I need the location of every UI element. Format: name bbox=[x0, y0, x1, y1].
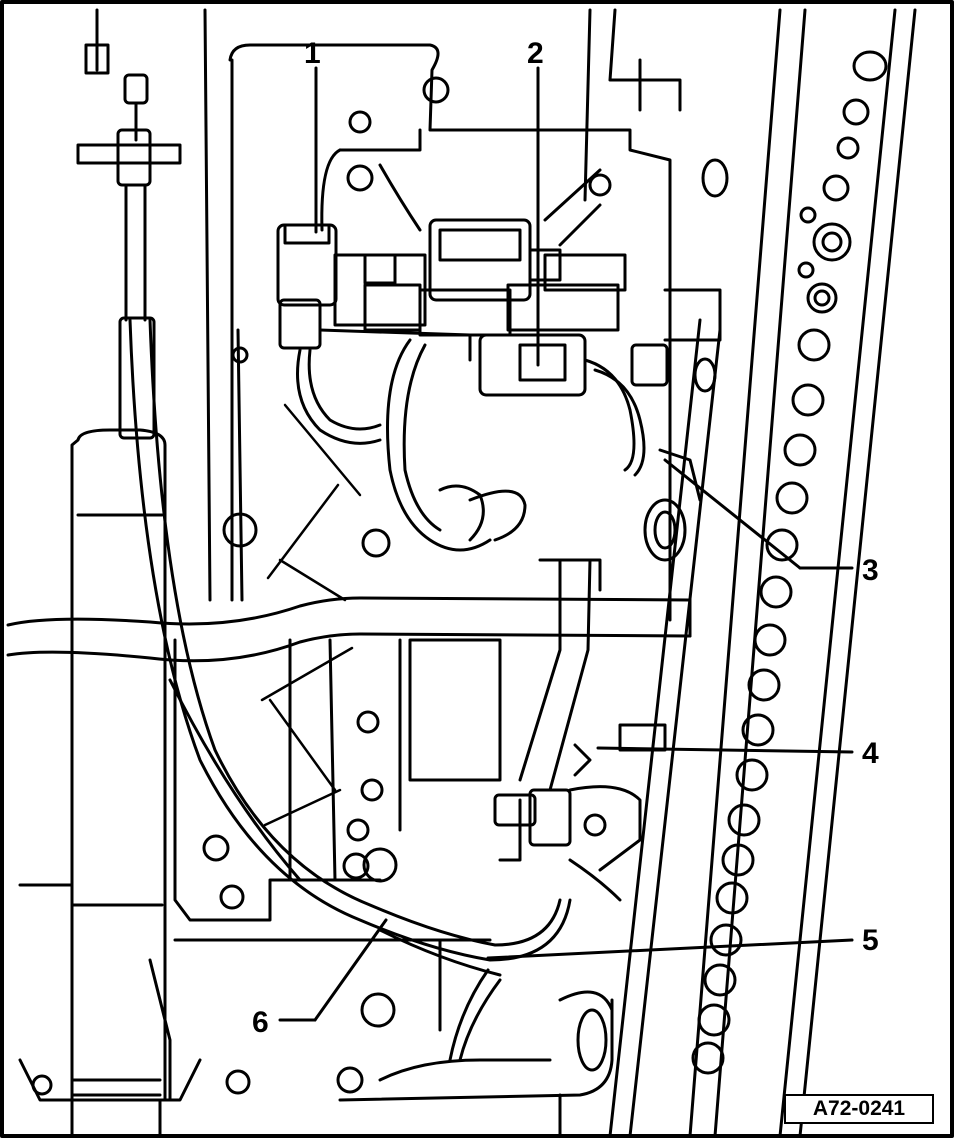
callout-5: 5 bbox=[862, 924, 879, 957]
cable-guides bbox=[260, 403, 362, 827]
leader-6 bbox=[313, 918, 388, 1022]
leader-3 bbox=[663, 458, 802, 570]
cable-loom bbox=[128, 318, 667, 1062]
wiring-harness bbox=[296, 288, 722, 562]
seat-frame bbox=[18, 8, 729, 1138]
leader-lines bbox=[278, 66, 854, 1022]
gas-strut bbox=[18, 8, 182, 1138]
leader-4 bbox=[596, 746, 854, 754]
leader-5 bbox=[486, 938, 854, 960]
callout-3: 3 bbox=[862, 554, 879, 587]
figure-reference-number: A72-0241 bbox=[784, 1094, 934, 1124]
connector-assembly bbox=[276, 163, 627, 397]
callout-6: 6 bbox=[252, 1006, 269, 1039]
cross-bar bbox=[6, 596, 692, 663]
callout-labels: 1 2 3 4 5 6 bbox=[252, 37, 879, 1039]
callout-4: 4 bbox=[862, 737, 879, 770]
callout-1: 1 bbox=[304, 37, 321, 70]
seat-rail bbox=[608, 8, 917, 1138]
callout-2: 2 bbox=[527, 37, 544, 70]
